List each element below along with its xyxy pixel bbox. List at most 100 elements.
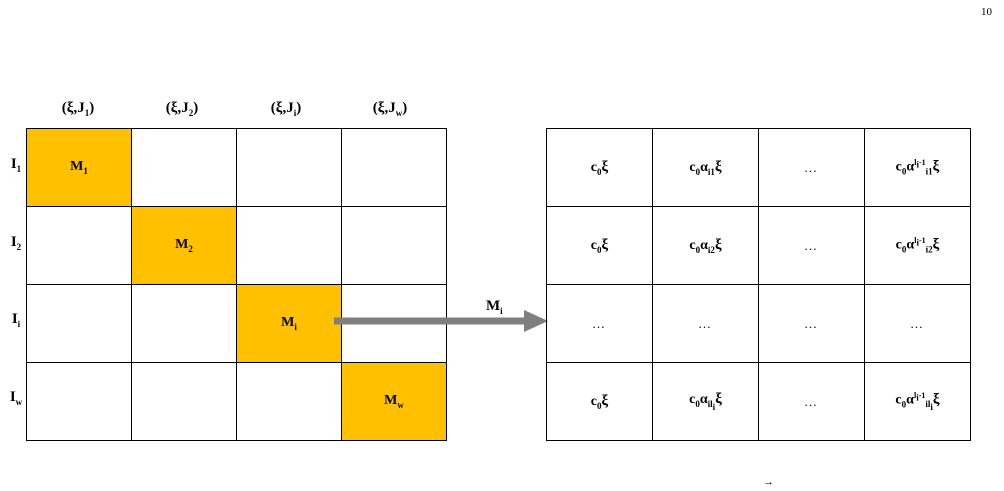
coefficient-subscript: 0 xyxy=(597,400,602,411)
row-header-subscript: i xyxy=(17,319,21,329)
alpha-exponent: li-1 xyxy=(914,236,926,248)
coefficient: c xyxy=(590,393,598,409)
xi-vector: ξ xyxy=(932,158,940,175)
ellipsis-text: … xyxy=(804,159,819,175)
xi-vector: ξ xyxy=(715,391,722,408)
empty-cell xyxy=(236,206,342,285)
expansion-cell: c0αli-1i1ξ xyxy=(864,128,971,207)
row-header-text: I xyxy=(9,389,16,405)
alpha-index: il xyxy=(925,399,931,410)
block-label: M xyxy=(175,237,189,253)
block-subscript: 2 xyxy=(188,243,193,254)
exponent-base: l xyxy=(914,158,917,168)
diagonal-block: M1 xyxy=(26,128,132,207)
alpha-subscript: ili xyxy=(925,399,933,413)
row-header-text: I xyxy=(10,156,17,172)
diagonal-block: M2 xyxy=(131,206,237,285)
column-header-text: (ξ,J xyxy=(61,100,85,116)
coefficient: c xyxy=(895,392,902,408)
coefficient-subscript: 0 xyxy=(597,166,602,177)
expansion-cell: c0ξ xyxy=(546,128,653,207)
alpha-symbol: α xyxy=(906,159,915,175)
empty-cell xyxy=(26,206,132,285)
coefficient-subscript: 0 xyxy=(695,244,701,255)
coefficient: c xyxy=(689,392,696,408)
alpha-symbol: α xyxy=(700,237,708,253)
ellipsis-text: … xyxy=(804,237,819,253)
row-header-text: I xyxy=(10,234,17,250)
ellipsis-text: … xyxy=(698,315,713,331)
row-header-1: I1 xyxy=(4,156,28,174)
column-header-1: (ξ,J1) xyxy=(26,100,130,118)
empty-cell xyxy=(236,362,342,441)
row-header-2: I2 xyxy=(4,234,28,252)
column-header-2: (ξ,J2) xyxy=(130,100,234,118)
matrix-row: M2 xyxy=(26,206,447,285)
block-label: M xyxy=(70,159,84,175)
column-header-close: ) xyxy=(402,100,408,116)
xi-vector: ξ xyxy=(601,392,609,409)
alpha-subscript: i1 xyxy=(708,166,715,176)
column-header-subscript: 2 xyxy=(188,108,194,118)
row-header-4: Iw xyxy=(4,389,28,407)
coefficient-subscript: 0 xyxy=(597,244,602,255)
alpha-exponent: li-1 xyxy=(914,158,925,170)
column-header-subscript: i xyxy=(293,108,297,118)
ellipsis-cell: … xyxy=(864,284,971,363)
ellipsis-cell: … xyxy=(758,284,865,363)
ellipsis-cell: … xyxy=(758,206,865,285)
alpha-subscript: i2 xyxy=(926,245,933,255)
exponent-base: l xyxy=(913,390,917,400)
xi-vector: ξ xyxy=(932,391,940,408)
coefficient-subscript: 0 xyxy=(901,244,907,255)
coefficient-subscript: 0 xyxy=(695,166,701,177)
coefficient: c xyxy=(689,159,696,175)
alpha-subscript: i1 xyxy=(926,167,933,177)
alpha-index-subscript: i xyxy=(930,402,933,413)
exponent-subscript: i xyxy=(916,237,919,248)
column-header-close: ) xyxy=(296,100,302,116)
coefficient: c xyxy=(689,237,696,253)
coefficient: c xyxy=(895,159,902,175)
xi-vector: ξ xyxy=(601,236,609,253)
column-header-4: (ξ,Jw) xyxy=(338,100,442,118)
expansion-cell: c0ξ xyxy=(546,362,653,441)
row-header-text: I xyxy=(11,311,18,327)
block-subscript: i xyxy=(294,321,297,332)
alpha-index: i1 xyxy=(925,166,933,177)
column-header-subscript: w xyxy=(395,108,403,118)
alpha-index-subscript: i xyxy=(712,401,716,412)
alpha-index: i1 xyxy=(707,166,715,177)
ellipsis-text: … xyxy=(804,315,819,331)
row-header-subscript: 2 xyxy=(16,242,22,252)
arrow-head xyxy=(524,310,548,332)
column-header-3: (ξ,Ji) xyxy=(234,100,338,118)
ellipsis-text: … xyxy=(804,393,819,409)
page-number: 10 xyxy=(981,6,992,18)
alpha-symbol: α xyxy=(700,159,708,175)
alpha-subscript: i2 xyxy=(708,244,715,254)
empty-cell xyxy=(236,128,342,207)
exponent-subscript: i xyxy=(916,159,919,170)
alpha-symbol: α xyxy=(906,392,914,408)
row-header-subscript: w xyxy=(15,397,23,407)
column-header-close: ) xyxy=(89,100,95,116)
alpha-subscript: ili xyxy=(707,399,716,412)
matrix-row: Mw xyxy=(26,362,447,441)
diagonal-block: Mi xyxy=(236,284,342,363)
empty-cell xyxy=(26,362,132,441)
xi-vector: ξ xyxy=(714,236,722,253)
alpha-index: i2 xyxy=(925,244,933,255)
matrix-row: M1 xyxy=(26,128,447,207)
exponent-tail: -1 xyxy=(918,390,926,400)
xi-vector: ξ xyxy=(714,158,722,175)
exponent-tail: -1 xyxy=(918,236,926,246)
alpha-index: il xyxy=(707,399,713,409)
block-label: M xyxy=(384,393,398,409)
column-header-text: (ξ,J xyxy=(165,100,189,116)
